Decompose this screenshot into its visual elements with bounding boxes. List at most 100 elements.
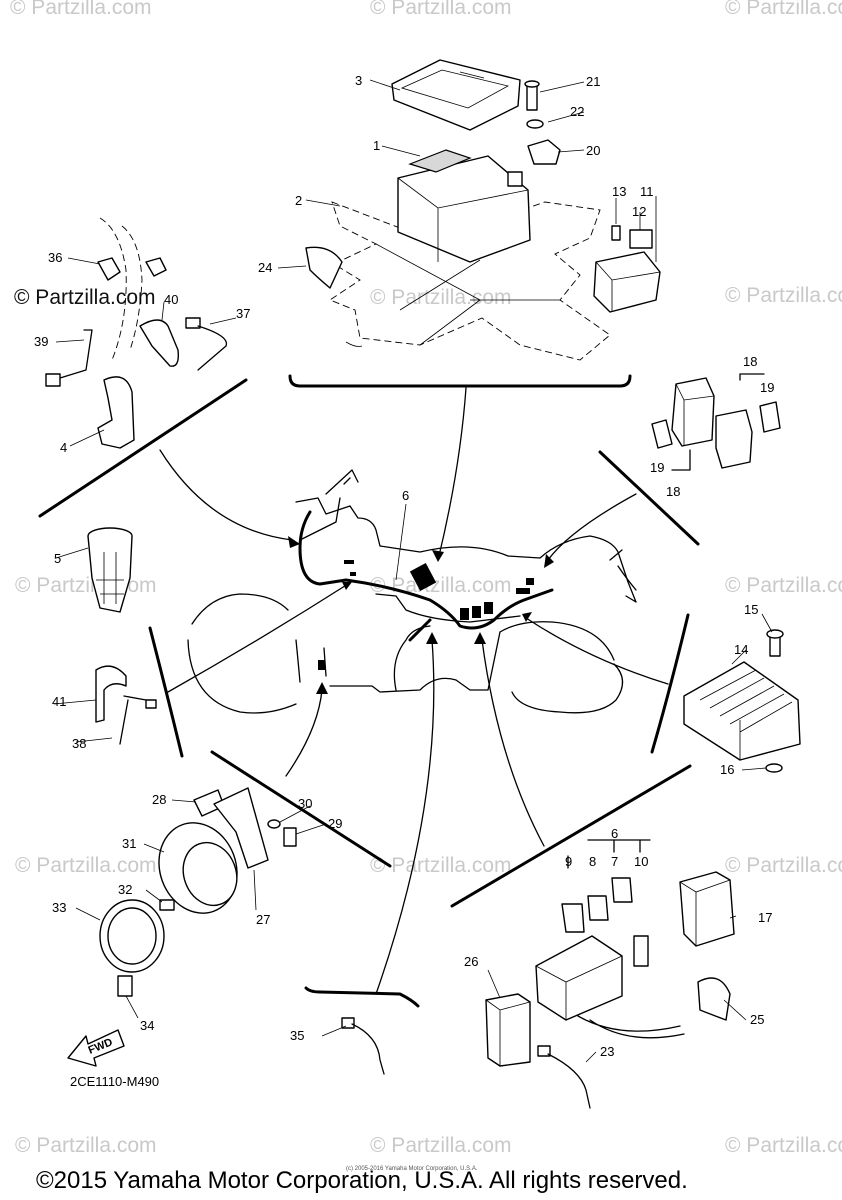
bolt-29 bbox=[283, 827, 297, 847]
callout-18-bottom: 18 bbox=[666, 484, 680, 499]
sensor-group bbox=[87, 527, 157, 745]
harness-clamp-group bbox=[45, 217, 228, 449]
copyright-text: ©2015 Yamaha Motor Corporation, U.S.A. A… bbox=[36, 1167, 688, 1194]
callout-37: 37 bbox=[236, 306, 250, 321]
callout-33: 33 bbox=[52, 900, 66, 915]
callout-14: 14 bbox=[734, 642, 748, 657]
callout-9: 9 bbox=[565, 854, 572, 869]
horn-group bbox=[99, 787, 297, 997]
clamp-25 bbox=[697, 977, 731, 1021]
relay-group bbox=[651, 373, 781, 471]
callout-32: 32 bbox=[118, 882, 132, 897]
callout-28: 28 bbox=[152, 792, 166, 807]
hose-40 bbox=[139, 319, 180, 367]
callout-38: 38 bbox=[72, 736, 86, 751]
battery bbox=[397, 155, 531, 263]
callout-7: 7 bbox=[611, 854, 618, 869]
callout-27: 27 bbox=[256, 912, 270, 927]
footer: (c) 2005-2016 Yamaha Motor Corporation, … bbox=[36, 1166, 688, 1194]
horn-group-bracket bbox=[210, 750, 392, 868]
watermark: © Partzilla.com bbox=[370, 0, 512, 19]
callout-6-fuse: 6 bbox=[611, 826, 618, 841]
watermark: © Partzilla.com bbox=[370, 286, 512, 309]
watermark: © Partzilla.com bbox=[10, 0, 152, 19]
callout-41: 41 bbox=[52, 694, 66, 709]
watermark: © Partzilla.com bbox=[370, 574, 512, 597]
callout-34: 34 bbox=[140, 1018, 154, 1033]
battery-group bbox=[305, 59, 661, 361]
watermark: © Partzilla.com bbox=[725, 574, 842, 597]
bracket-39 bbox=[59, 329, 93, 379]
callout-36: 36 bbox=[48, 250, 62, 265]
callout-13: 13 bbox=[612, 184, 626, 199]
callout-23: 23 bbox=[600, 1044, 614, 1059]
battery-group-bracket bbox=[288, 374, 632, 388]
callout-leaders bbox=[53, 79, 773, 1063]
rectifier-group-bracket bbox=[650, 613, 690, 754]
rear-wheel-top bbox=[499, 621, 615, 661]
watermark: © Partzilla.com bbox=[15, 1134, 157, 1157]
callout-40: 40 bbox=[164, 292, 178, 307]
relay-17 bbox=[679, 871, 735, 947]
forward-direction-arrow: FWD 2CE1110-M490 bbox=[67, 1029, 159, 1089]
washer-22 bbox=[526, 119, 544, 129]
callout-18-top: 18 bbox=[743, 354, 757, 369]
hose-41 bbox=[95, 665, 127, 723]
callout-8: 8 bbox=[589, 854, 596, 869]
callout-1: 1 bbox=[373, 138, 380, 153]
clamp-4 bbox=[97, 376, 135, 449]
callout-22: 22 bbox=[570, 104, 584, 119]
callout-35: 35 bbox=[290, 1028, 304, 1043]
watermark: © Partzilla.com bbox=[725, 284, 842, 307]
callout-15: 15 bbox=[744, 602, 758, 617]
relay-18-b bbox=[715, 409, 753, 469]
watermark: © Partzilla.com bbox=[15, 574, 157, 597]
callout-3: 3 bbox=[355, 73, 362, 88]
wiring-harness-route bbox=[298, 510, 554, 670]
callout-39: 39 bbox=[34, 334, 48, 349]
part-5 bbox=[87, 535, 133, 613]
cable-tie-group bbox=[341, 1017, 385, 1075]
callout-31: 31 bbox=[122, 836, 136, 851]
callout-6-main: 6 bbox=[402, 488, 409, 503]
fuse-box-6 bbox=[535, 935, 623, 1021]
harness-clamp-group-bracket bbox=[38, 378, 248, 518]
callout-20: 20 bbox=[586, 143, 600, 158]
battery-terminal-20 bbox=[527, 139, 561, 165]
callout-21: 21 bbox=[586, 74, 600, 89]
band-37 bbox=[197, 325, 228, 371]
callout-30: 30 bbox=[298, 796, 312, 811]
watermark: © Partzilla.com bbox=[725, 1134, 842, 1157]
relay-18 bbox=[671, 377, 715, 447]
watermark: © Partzilla.com bbox=[15, 854, 157, 877]
leader-arrows bbox=[159, 387, 669, 995]
fuse-9 bbox=[561, 903, 585, 933]
rectifier-group bbox=[683, 629, 801, 773]
callout-labels: 1 2 3 4 5 6 6 7 8 9 10 11 12 13 14 15 16… bbox=[34, 73, 774, 1059]
clamp-36 bbox=[97, 257, 167, 281]
washer-16 bbox=[765, 763, 783, 773]
group-brackets bbox=[38, 374, 700, 1008]
callout-24: 24 bbox=[258, 260, 272, 275]
relay-19 bbox=[651, 419, 673, 449]
cable-tie-group-bracket bbox=[304, 986, 420, 1008]
callout-2: 2 bbox=[295, 193, 302, 208]
watermark: © Partzilla.com bbox=[370, 1134, 512, 1157]
callout-4: 4 bbox=[60, 440, 67, 455]
watermark-dark: © Partzilla.com bbox=[14, 286, 156, 309]
relay-19-b bbox=[759, 401, 781, 433]
starter-relay-11 bbox=[593, 251, 661, 313]
tie-35 bbox=[351, 1023, 385, 1075]
tie-23 bbox=[547, 1053, 591, 1109]
fuse-12 bbox=[629, 229, 653, 249]
bolt-34 bbox=[117, 975, 133, 997]
callout-29: 29 bbox=[328, 816, 342, 831]
callout-11: 11 bbox=[640, 184, 654, 199]
battery-mark bbox=[409, 563, 437, 591]
front-wheel-top bbox=[191, 593, 289, 625]
callout-25: 25 bbox=[750, 1012, 764, 1027]
watermark: © Partzilla.com bbox=[725, 854, 842, 877]
band-24 bbox=[305, 246, 343, 289]
bolt-21 bbox=[526, 83, 538, 111]
